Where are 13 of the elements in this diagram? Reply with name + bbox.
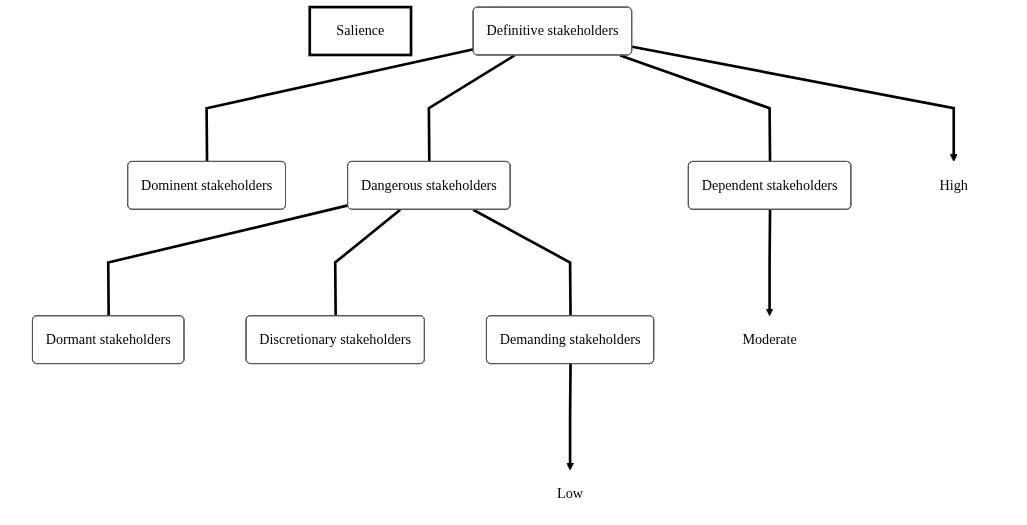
connector	[333, 208, 402, 317]
connector	[205, 47, 474, 162]
arrow	[631, 45, 958, 162]
connector	[472, 208, 572, 317]
connector	[106, 204, 349, 317]
arrow	[566, 364, 574, 471]
node-text: Low	[557, 485, 584, 502]
connector	[619, 54, 772, 162]
connector	[427, 54, 516, 162]
node-box: Salience	[308, 5, 413, 57]
node-text: Moderate	[742, 331, 797, 347]
arrow	[765, 209, 774, 317]
node-text: High	[939, 177, 968, 193]
